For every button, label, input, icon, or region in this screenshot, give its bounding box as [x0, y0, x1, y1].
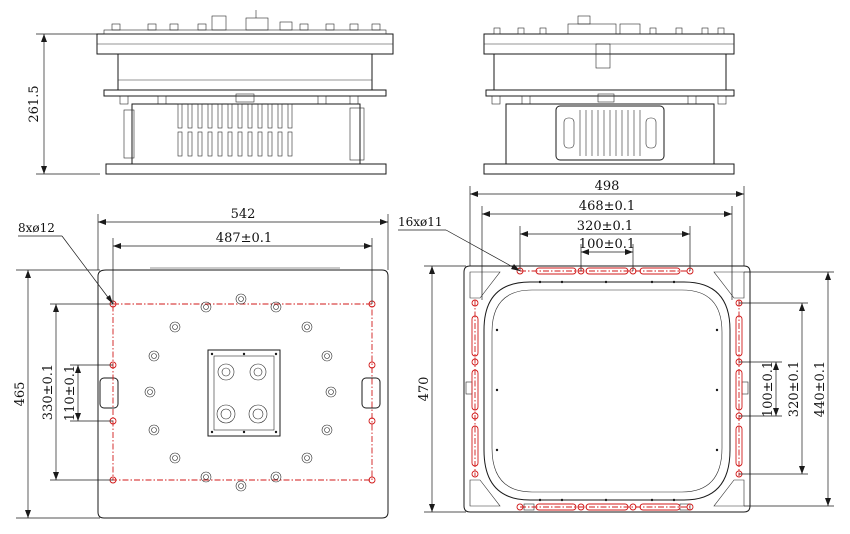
bolt-pattern-left — [112, 303, 373, 481]
label-pitch-right-y1: 100±0.1 — [761, 361, 776, 417]
side-view — [483, 15, 735, 175]
dim-width-right: 498 — [469, 179, 745, 266]
label-pitch-right-x3: 100±0.1 — [579, 237, 635, 252]
heatsink-panel — [555, 105, 665, 161]
dim-pitch-left-y: 330±0.1 — [41, 303, 113, 481]
handle-slot-left — [99, 377, 119, 409]
plan-view-left: 542 487±0.1 8xø12 465 — [13, 207, 389, 519]
dim-pitch-left-x: 487±0.1 — [112, 231, 373, 304]
label-pitch-left-y: 330±0.1 — [41, 364, 56, 420]
leader-holes-left: 8xø12 — [18, 221, 114, 305]
label-pitch-right-y3: 440±0.1 — [813, 361, 828, 417]
label-width-right: 498 — [595, 179, 620, 194]
plan-view-right: 498 468±0.1 320±0.1 100±0.1 — [398, 179, 834, 513]
label-pitch-right-x1: 468±0.1 — [579, 199, 635, 214]
perimeter-screws — [495, 280, 719, 502]
dim-pitch-right-y1: 100±0.1 — [739, 361, 782, 417]
label-holes-left: 8xø12 — [18, 221, 55, 235]
handle-slot-right — [361, 377, 381, 409]
connector-panel — [207, 349, 281, 437]
cooling-fins — [177, 103, 293, 157]
dim-height-total: 261.5 — [27, 33, 100, 175]
dim-width-left: 542 — [97, 207, 389, 270]
label-depth-right: 470 — [417, 377, 432, 402]
plate-bolts-left — [144, 293, 337, 492]
flange-bolts — [119, 93, 359, 105]
front-view: 261.5 — [27, 10, 394, 175]
label-pitch-right-y2: 320±0.1 — [787, 361, 802, 417]
dim-pitch-right-y3: 440±0.1 — [744, 271, 834, 507]
label-pitch-left-x: 487±0.1 — [216, 231, 272, 246]
dim-pitch-right-x2: 320±0.1 — [519, 219, 691, 271]
leader-holes-right: 16xø11 — [398, 215, 521, 272]
label-pitch-right-x2: 320±0.1 — [577, 219, 633, 234]
dim-depth-left: 465 — [13, 269, 100, 519]
dim-handle-left: 110±0.1 — [63, 364, 113, 422]
top-bolts — [111, 10, 381, 31]
dim-pitch-right-x1: 468±0.1 — [481, 199, 733, 300]
label-width-left: 542 — [231, 207, 256, 222]
label-height-total: 261.5 — [27, 85, 42, 122]
dim-depth-right: 470 — [417, 265, 466, 513]
label-holes-right: 16xø11 — [398, 215, 443, 229]
label-depth-left: 465 — [13, 382, 28, 407]
label-handle-left: 110±0.1 — [63, 365, 78, 421]
mounting-holes-left — [109, 300, 376, 484]
dim-pitch-right-y2: 320±0.1 — [739, 302, 808, 475]
dim-pitch-right-x3: 100±0.1 — [579, 237, 635, 271]
mounting-holes-right — [471, 267, 743, 511]
slotted-holes-right — [471, 267, 743, 511]
side-top-bolts — [493, 15, 725, 35]
